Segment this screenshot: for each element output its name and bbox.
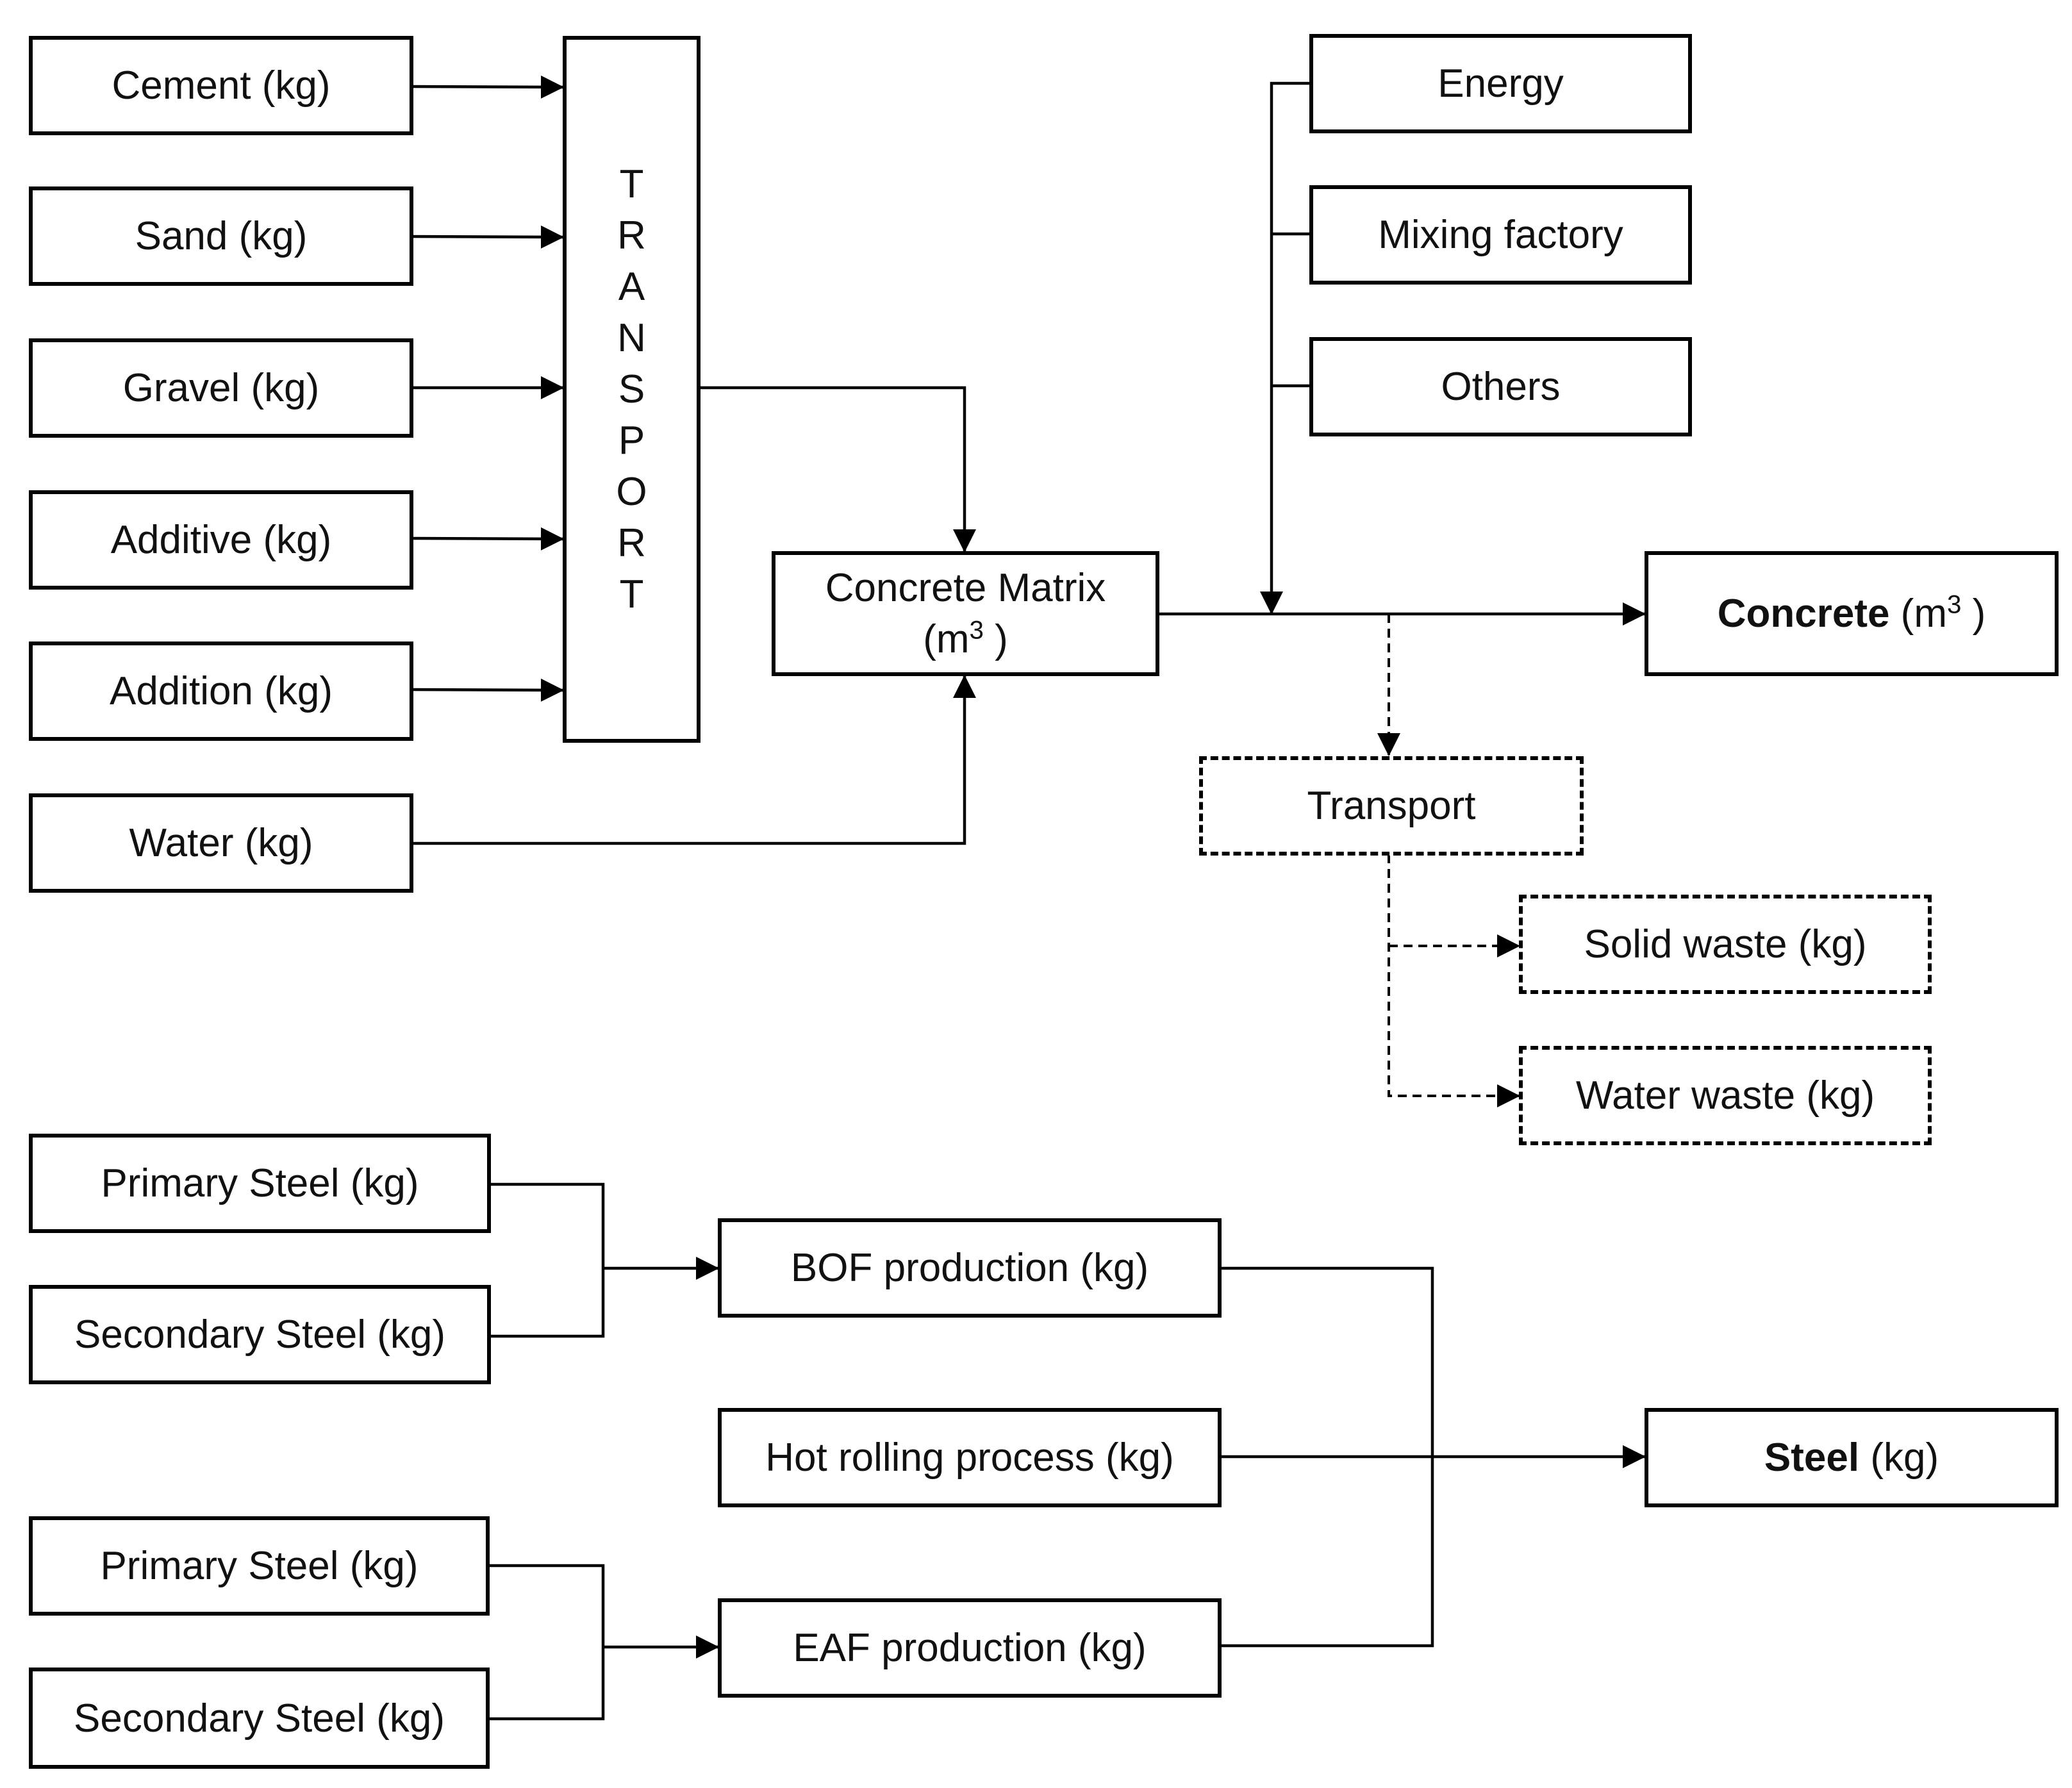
sand-box: Sand (kg) xyxy=(29,186,413,286)
energy-label: Energy xyxy=(1438,62,1564,106)
secondary-steel-box-1: Secondary Steel (kg) xyxy=(29,1285,491,1384)
others-label: Others xyxy=(1441,365,1561,409)
secondary-steel-label: Secondary Steel (kg) xyxy=(74,1696,445,1741)
water-waste-label: Water waste (kg) xyxy=(1575,1073,1875,1118)
transport-waste-box: Transport xyxy=(1199,756,1584,856)
concrete-matrix-box: Concrete Matrix (m3 ) xyxy=(772,551,1159,676)
mixing-factory-box: Mixing factory xyxy=(1309,185,1692,285)
steel-output-label: Steel (kg) xyxy=(1764,1436,1939,1480)
transport-letter: A xyxy=(618,264,645,309)
primary-steel-box-1: Primary Steel (kg) xyxy=(29,1134,491,1233)
additive-box: Additive (kg) xyxy=(29,490,413,590)
mixing-factory-label: Mixing factory xyxy=(1378,213,1623,257)
steel-output-box: Steel (kg) xyxy=(1645,1408,2059,1507)
water-waste-box: Water waste (kg) xyxy=(1519,1046,1932,1145)
sand-label: Sand (kg) xyxy=(135,214,308,258)
bof-production-box: BOF production (kg) xyxy=(718,1218,1222,1318)
hot-rolling-box: Hot rolling process (kg) xyxy=(718,1408,1222,1507)
transport-letter: T xyxy=(619,161,644,206)
concrete-matrix-title: Concrete Matrix xyxy=(825,565,1106,610)
primary-steel-label: Primary Steel (kg) xyxy=(100,1544,419,1588)
bracket-factory-inputs xyxy=(1260,81,1311,615)
bof-production-label: BOF production (kg) xyxy=(790,1246,1149,1290)
dashed-transport-waste xyxy=(1388,854,1520,1107)
concrete-output-label: Concrete (m3 ) xyxy=(1717,590,1986,636)
transport-letter: T xyxy=(619,572,644,617)
secondary-steel-box-2: Secondary Steel (kg) xyxy=(29,1668,490,1769)
transport-letter: R xyxy=(617,213,646,258)
cement-label: Cement (kg) xyxy=(112,63,331,108)
primary-steel-box-2: Primary Steel (kg) xyxy=(29,1516,490,1616)
transport-letter: O xyxy=(616,469,647,514)
concrete-matrix-unit: (m3 ) xyxy=(923,615,1008,661)
arrow-sand-transport xyxy=(411,225,564,249)
gravel-label: Gravel (kg) xyxy=(122,366,320,410)
arrow-transport-matrix xyxy=(699,386,976,552)
concrete-output-box: Concrete (m3 ) xyxy=(1645,551,2059,676)
addition-label: Addition (kg) xyxy=(109,669,333,713)
energy-box: Energy xyxy=(1309,34,1692,133)
transport-waste-label: Transport xyxy=(1307,784,1476,828)
transport-letter: P xyxy=(618,418,645,463)
solid-waste-box: Solid waste (kg) xyxy=(1519,895,1932,994)
transport-column-box: T R A N S P O R T xyxy=(563,36,700,743)
arrow-water-matrix xyxy=(411,675,976,845)
bracket-steel-bof xyxy=(489,1182,605,1338)
addition-box: Addition (kg) xyxy=(29,642,413,741)
arrow-additive-transport xyxy=(411,527,564,550)
hot-rolling-label: Hot rolling process (kg) xyxy=(765,1436,1174,1480)
others-box: Others xyxy=(1309,337,1692,436)
gravel-box: Gravel (kg) xyxy=(29,338,413,438)
eaf-production-box: EAF production (kg) xyxy=(718,1598,1222,1698)
solid-waste-label: Solid waste (kg) xyxy=(1584,922,1867,966)
bracket-steel-eaf xyxy=(489,1564,605,1721)
cement-box: Cement (kg) xyxy=(29,36,413,135)
transport-letter: N xyxy=(617,315,646,360)
primary-steel-label: Primary Steel (kg) xyxy=(101,1161,419,1205)
water-label: Water (kg) xyxy=(129,821,313,865)
additive-label: Additive (kg) xyxy=(110,518,332,562)
eaf-production-label: EAF production (kg) xyxy=(793,1626,1147,1670)
secondary-steel-label: Secondary Steel (kg) xyxy=(74,1312,445,1357)
water-box: Water (kg) xyxy=(29,793,413,893)
transport-letter: S xyxy=(618,367,645,411)
transport-letter: R xyxy=(617,520,646,565)
